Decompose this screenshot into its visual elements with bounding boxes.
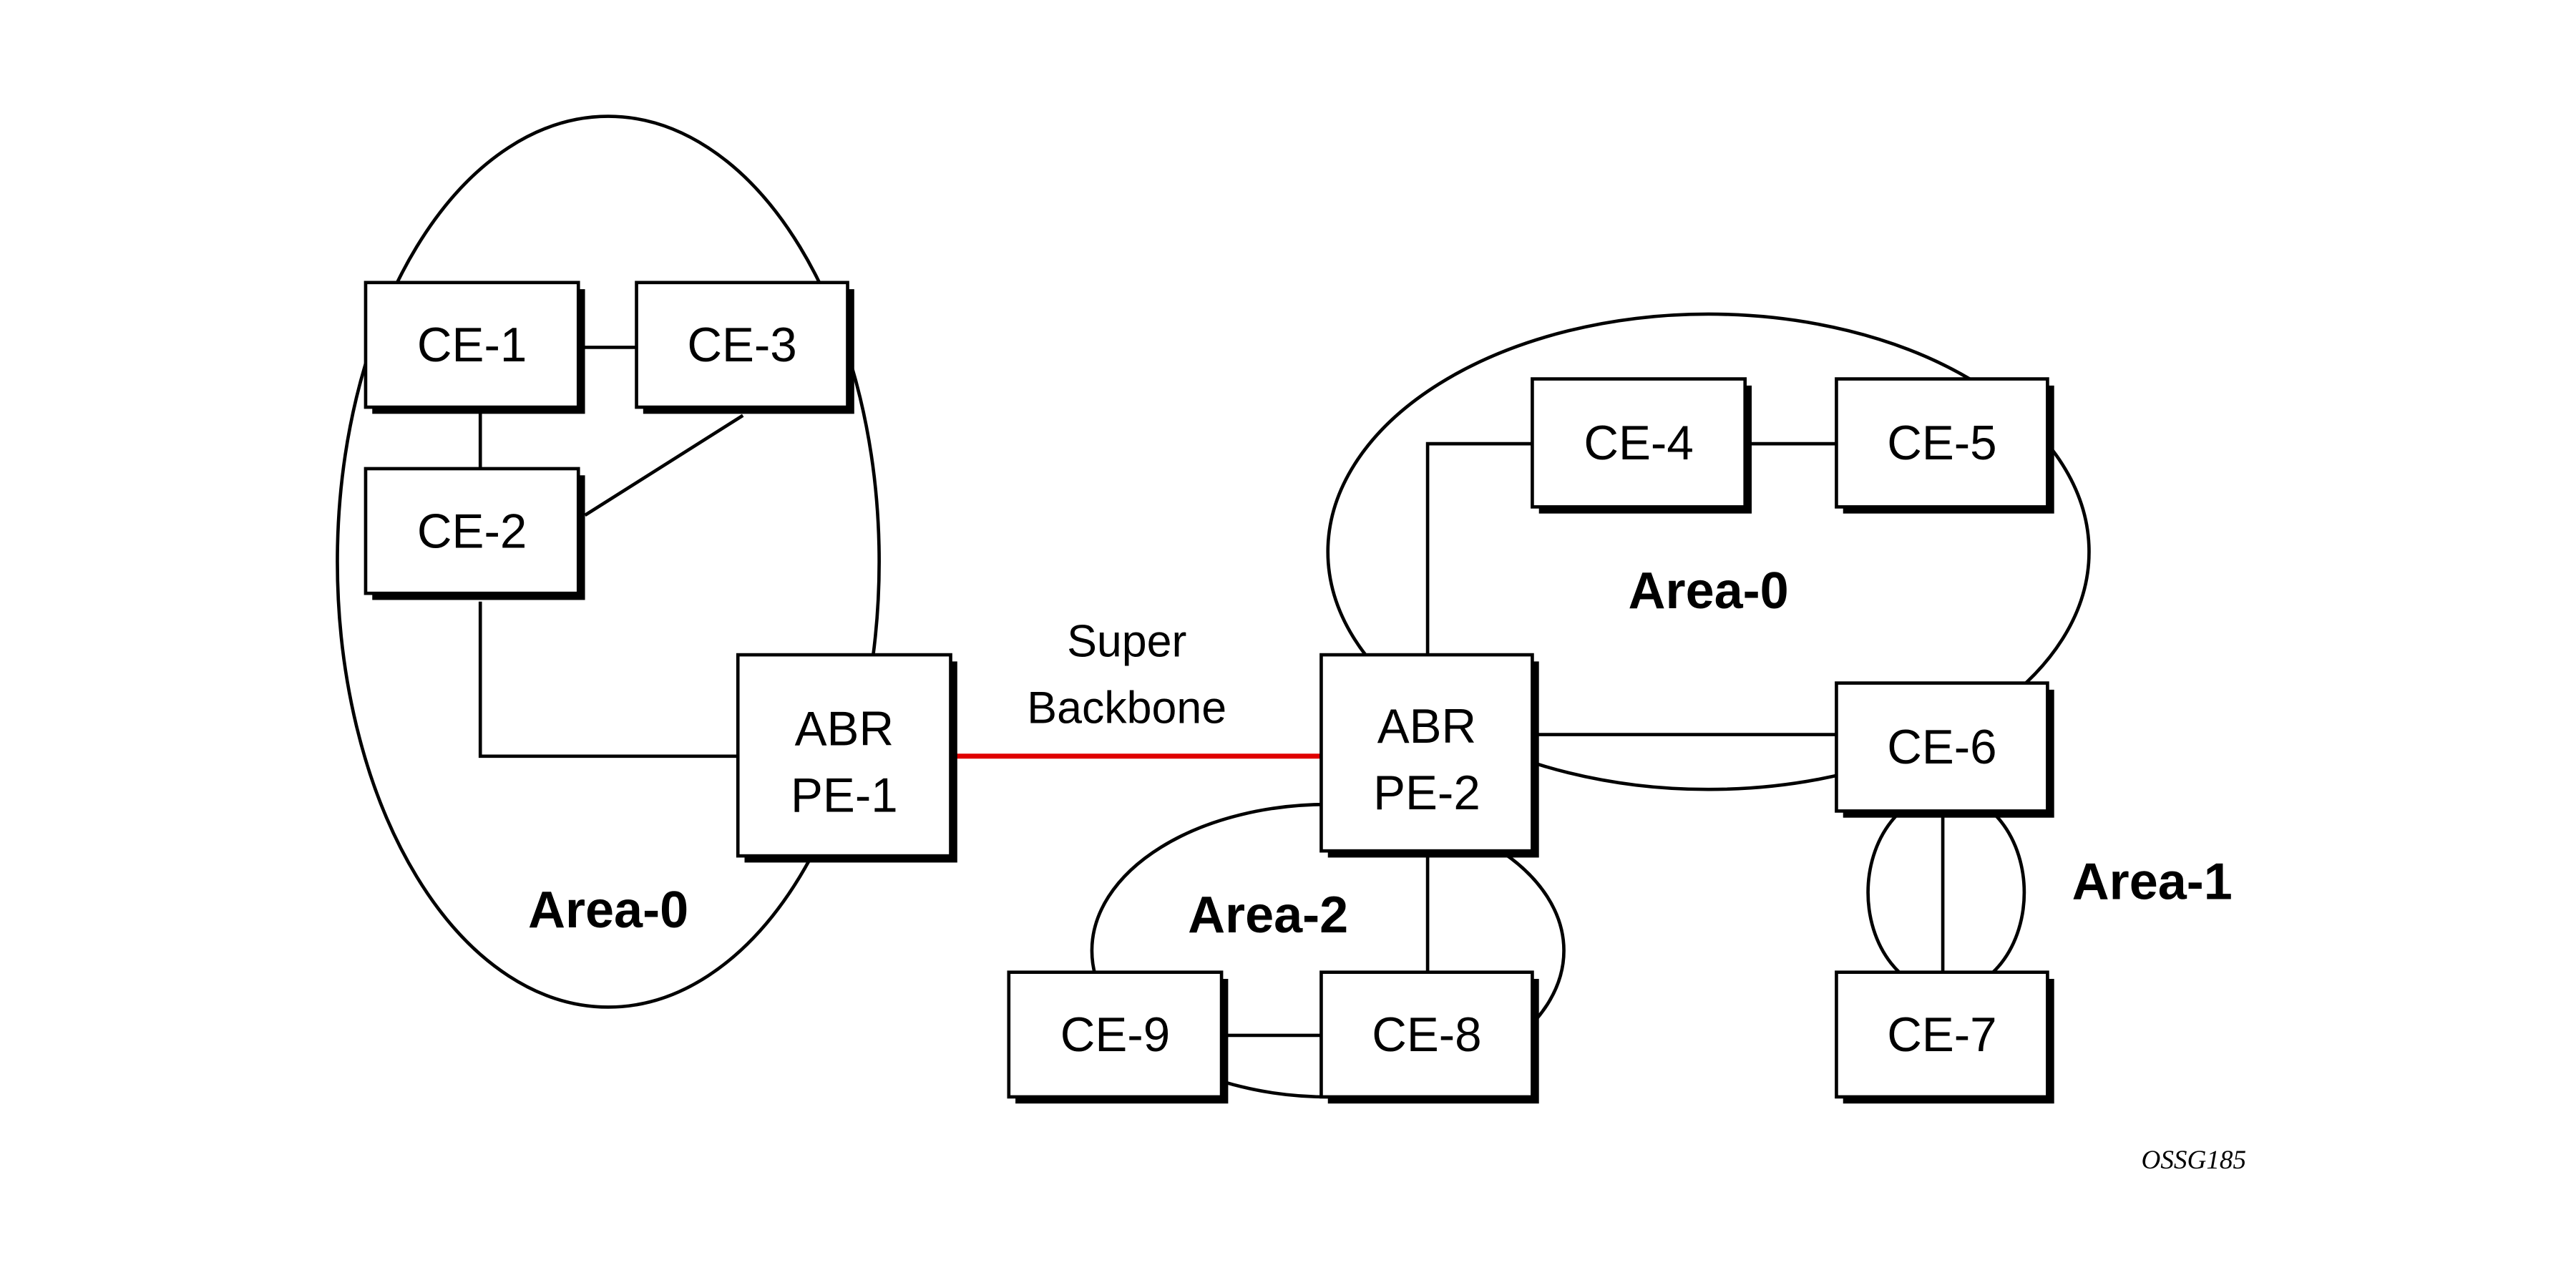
node-box — [1007, 970, 1224, 1099]
area-1-outline — [1866, 791, 2026, 994]
node-ce2: CE-2 — [364, 467, 585, 600]
figure-id: OSSG185 — [2142, 1146, 2247, 1175]
node-label: CE-9 — [1060, 1008, 1170, 1062]
area-0-right-outline — [1326, 312, 2091, 791]
area-0-right-label: Area-0 — [1629, 562, 1789, 620]
node-box — [1835, 970, 2049, 1099]
node-label: CE-3 — [687, 318, 796, 372]
node-label: ABR — [1377, 700, 1476, 753]
link-pe2-ce4 — [1425, 441, 1533, 655]
node-label: CE-4 — [1584, 416, 1693, 470]
node-label: CE-8 — [1372, 1008, 1481, 1062]
node-label: CE-6 — [1887, 721, 1996, 774]
node-label: CE-5 — [1887, 416, 1996, 470]
node-box — [1531, 377, 1747, 509]
node-box — [364, 467, 580, 595]
node-label: ABR — [795, 703, 894, 756]
node-ce1: CE-1 — [364, 280, 585, 414]
node-box — [635, 280, 849, 409]
node-box — [364, 280, 580, 409]
node-ce5: CE-5 — [1835, 377, 2054, 514]
area-0-left-outline — [336, 114, 881, 1009]
node-box — [1319, 970, 1534, 1099]
node-label: CE-2 — [417, 504, 527, 558]
node-label: PE-1 — [791, 769, 898, 823]
super-backbone-label-line1: Super — [1067, 616, 1186, 666]
node-label: PE-2 — [1373, 766, 1480, 820]
node-box — [1835, 377, 2049, 509]
node-label: CE-1 — [417, 318, 527, 372]
node-label: CE-7 — [1887, 1008, 1996, 1062]
area-2-label: Area-2 — [1188, 887, 1348, 944]
area-0-left-label: Area-0 — [528, 882, 688, 939]
link-ce2-pe1 — [478, 601, 738, 758]
node-ce6: CE-6 — [1835, 681, 2054, 818]
node-box — [1835, 681, 2049, 813]
node-pe1: ABR PE-1 — [736, 653, 957, 863]
node-ce8: CE-8 — [1319, 970, 1539, 1104]
super-backbone-label-line2: Backbone — [1027, 683, 1226, 733]
link-ce3-ce2 — [584, 414, 744, 517]
node-box — [1319, 653, 1534, 853]
node-ce3: CE-3 — [635, 280, 854, 414]
node-ce4: CE-4 — [1531, 377, 1752, 514]
node-box — [736, 653, 952, 858]
node-ce9: CE-9 — [1007, 970, 1229, 1104]
area-1-label: Area-1 — [2072, 854, 2233, 911]
node-ce7: CE-7 — [1835, 970, 2054, 1104]
links — [478, 346, 1945, 1038]
node-pe2: ABR PE-2 — [1319, 653, 1539, 858]
